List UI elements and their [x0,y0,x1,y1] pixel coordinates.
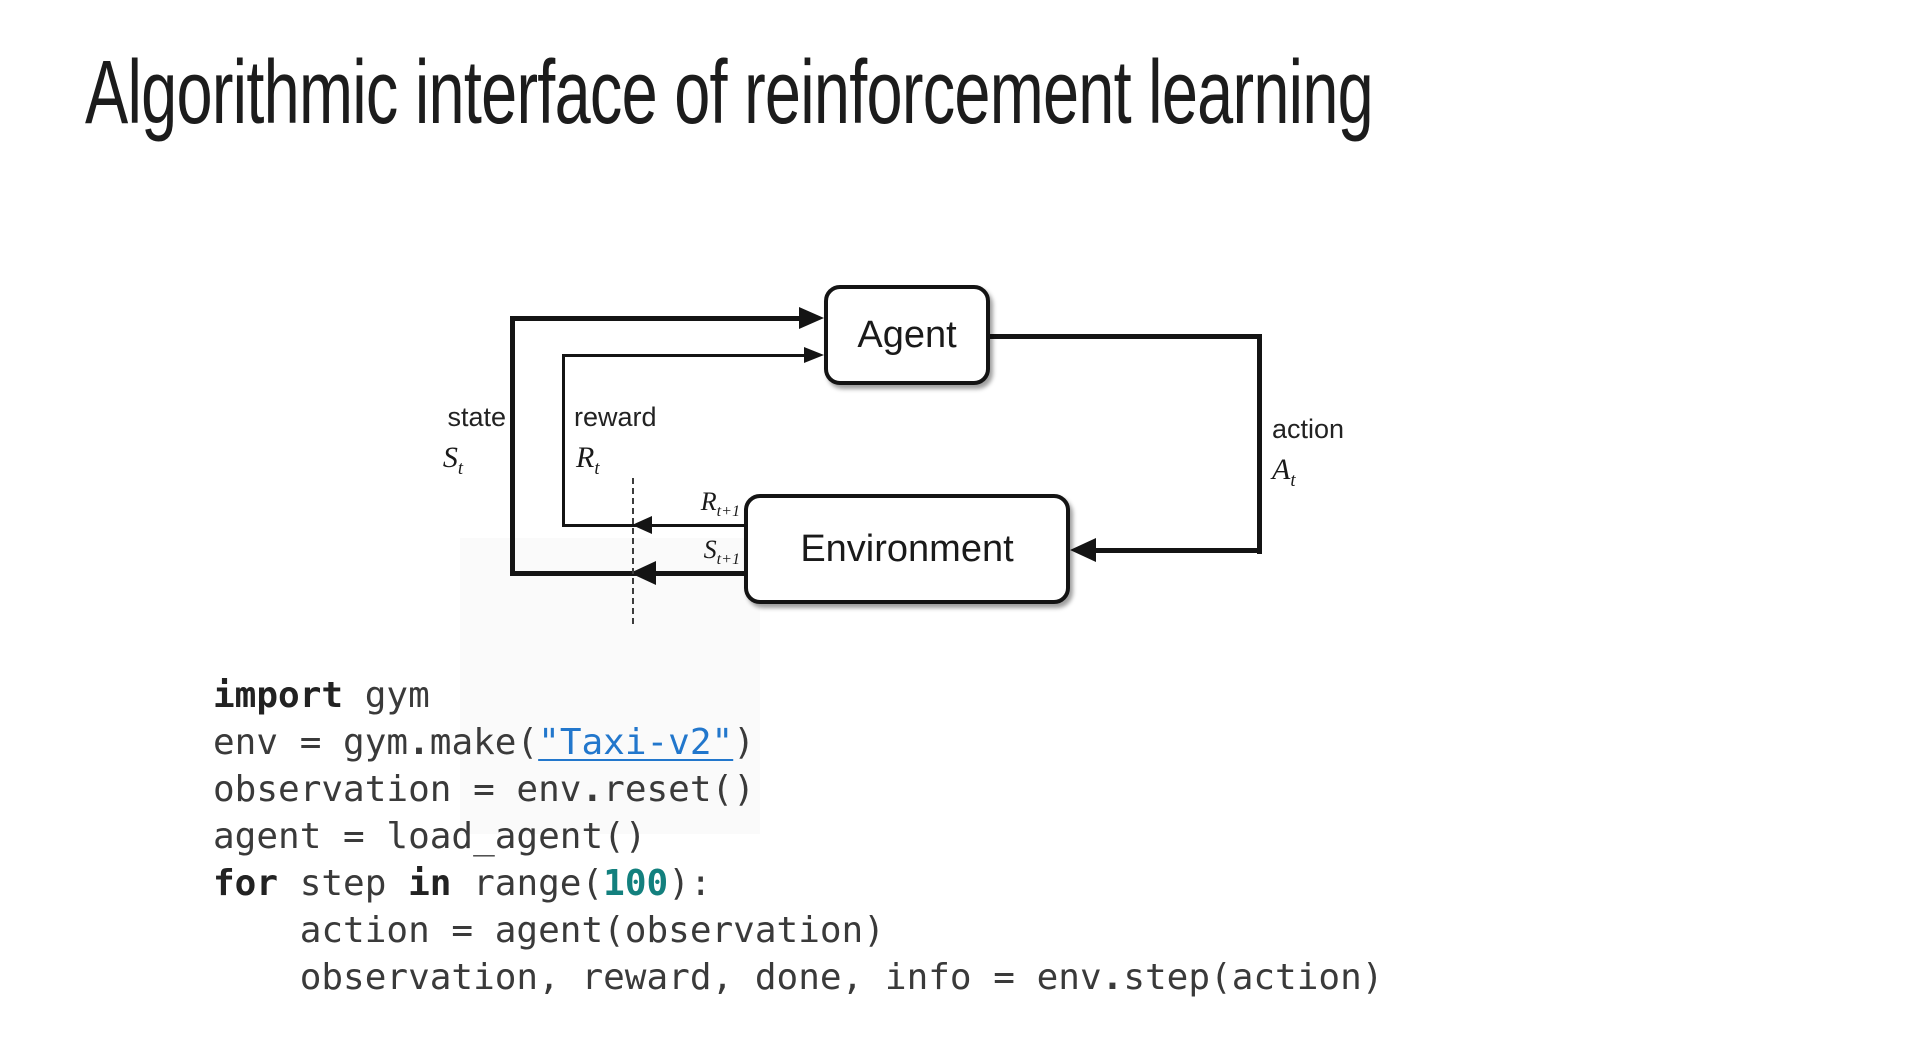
code-line: agent = load_agent() [213,813,1383,860]
state-arrowhead-icon [799,307,824,329]
code-token: for [213,863,279,904]
page-title: Algorithmic interface of reinforcement l… [85,43,1374,143]
code-line: import gym [213,672,1383,719]
reward-label: reward [574,402,657,432]
code-token: import [213,675,344,716]
agent-box: Agent [824,285,990,385]
state-symbol: St [442,441,464,479]
code-token: observation, reward, done, info = env [213,957,1102,998]
reward-line-top [562,354,804,357]
s-next-line [510,571,746,576]
pasted-image-background [460,538,760,834]
taxi-v2-link[interactable]: "Taxi-v2" [538,722,734,763]
code-token: make( [429,722,539,763]
code-line: action = agent(observation) [213,907,1383,954]
reward-line-vertical [562,354,565,527]
agent-label: Agent [857,313,957,356]
state-line-top [510,316,804,321]
code-token: ): [668,863,712,904]
code-token: in [408,863,452,904]
state-label: state [447,402,506,432]
r-next-line [564,524,746,527]
environment-label: Environment [800,527,1014,570]
code-line: env = gym.make("Taxi-v2") [213,719,1383,766]
reward-arrowhead-icon [804,347,824,363]
code-token: . [408,722,430,763]
action-symbol: At [1272,453,1296,491]
code-token: . [1101,957,1124,998]
code-token: gym [343,675,430,716]
code-token: ) [733,722,755,763]
code-token: 100 [603,863,669,904]
action-label: action [1272,414,1345,444]
code-token: action = agent(observation) [213,910,885,951]
timestep-dashed-line [632,478,634,624]
code-line: observation, reward, done, info = env.st… [213,954,1384,1001]
code-token: step [278,863,409,904]
code-token: env = gym [213,722,409,763]
code-token: range( [451,863,604,904]
code-token: observation = env [213,769,582,810]
code-line: for step in range(100): [213,860,1383,907]
action-line-bottom [1092,548,1262,553]
r-next-symbol: Rt+1 [700,487,740,521]
code-token: reset() [603,769,755,810]
code-line: observation = env.reset() [213,766,1383,813]
code-token: agent = load_agent() [213,816,647,857]
r-next-arrowhead-icon [632,516,652,534]
action-arrowhead-icon [1070,538,1096,562]
s-next-symbol: St+1 [703,535,740,569]
code-token: . [581,769,604,810]
s-next-arrowhead-icon [630,561,656,585]
environment-box: Environment [744,494,1070,604]
state-line-vertical [510,316,515,576]
reward-symbol: Rt [576,441,600,479]
action-line-vertical [1257,334,1262,554]
action-line-top [988,334,1262,339]
code-token: step(action) [1123,957,1384,998]
